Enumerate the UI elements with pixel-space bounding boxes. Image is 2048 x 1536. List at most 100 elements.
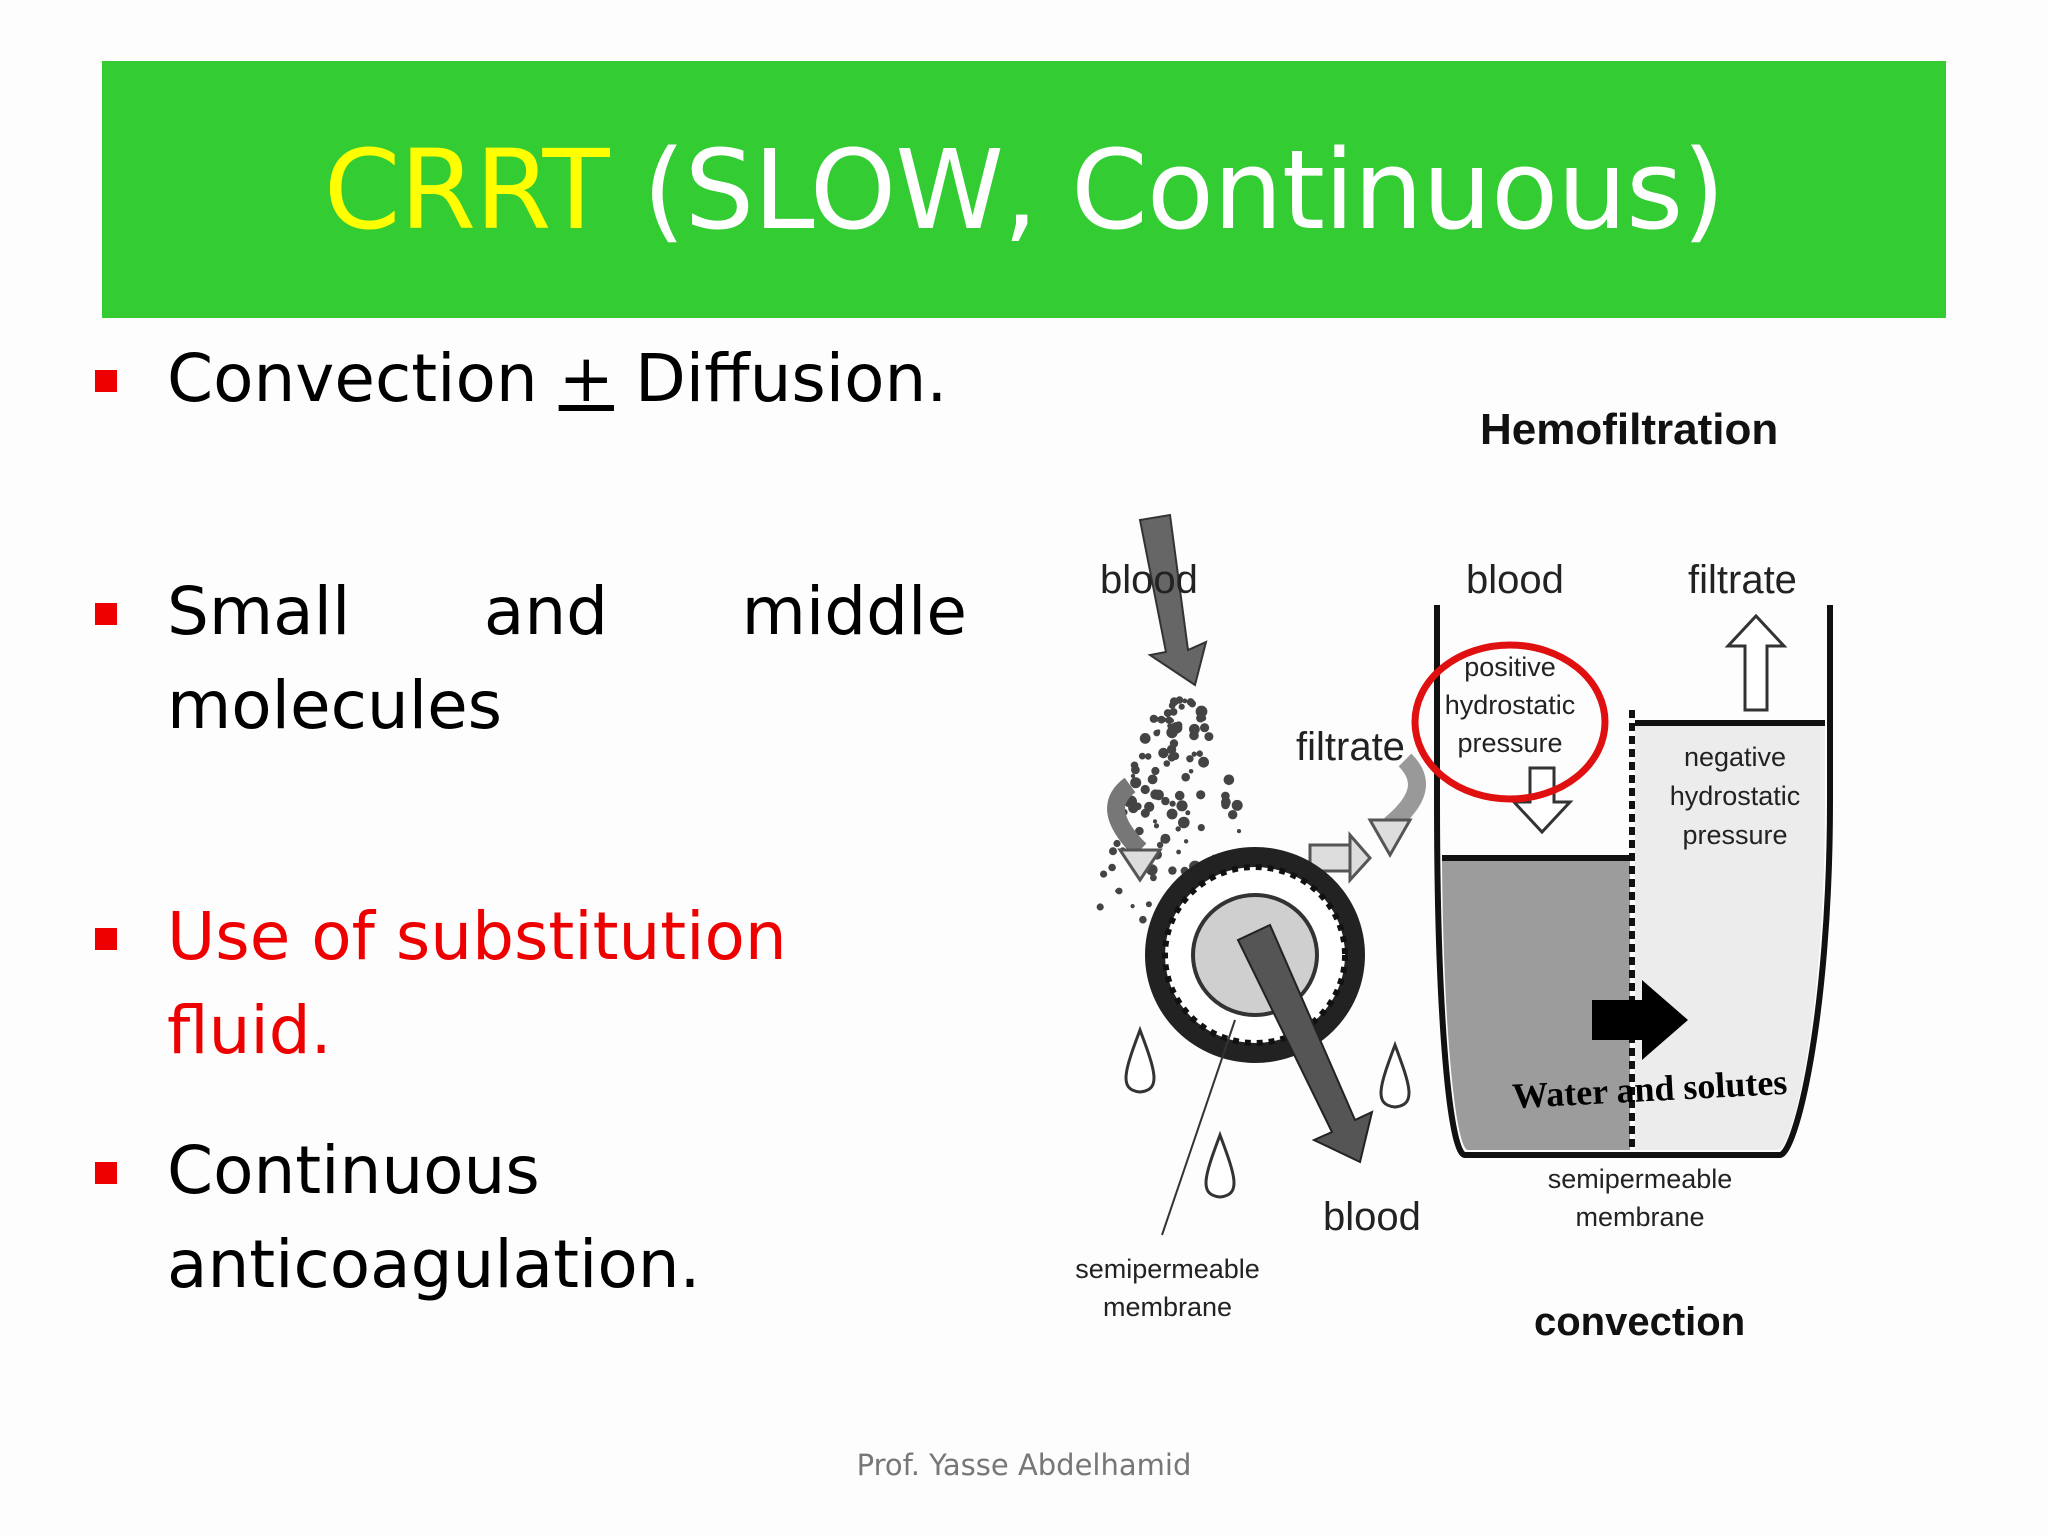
bullet-text-line: anticoagulation.: [167, 1226, 701, 1303]
label-positive-pressure: positive hydrostatic pressure: [1425, 648, 1595, 762]
bullet-marker: [95, 603, 117, 625]
particle: [1130, 761, 1139, 770]
label-line: hydrostatic: [1444, 690, 1576, 720]
label-line: membrane: [1575, 1202, 1705, 1232]
title-band: CRRT (SLOW, Continuous): [102, 61, 1946, 318]
particle: [1182, 698, 1188, 704]
particle: [1195, 705, 1208, 718]
particle: [1109, 847, 1117, 856]
particle: [1200, 723, 1210, 733]
bullet-word: and: [483, 573, 609, 650]
label-negative-pressure: negative hydrostatic pressure: [1640, 738, 1830, 855]
bullet-marker: [95, 928, 117, 950]
label-right-blood: blood: [1466, 558, 1564, 602]
particle: [1167, 753, 1176, 762]
footer-author: Prof. Yasse Abdelhamid: [856, 1448, 1192, 1482]
particle: [1113, 839, 1121, 848]
particle: [1196, 790, 1206, 800]
particle: [1139, 733, 1151, 744]
bullet-word: Small: [167, 573, 351, 650]
particle: [1221, 791, 1230, 801]
particle: [1147, 774, 1158, 785]
particle: [1153, 823, 1160, 829]
particle: [1160, 838, 1165, 843]
particle: [1166, 726, 1178, 739]
particle: [1178, 703, 1185, 710]
label-line: pressure: [1682, 820, 1788, 850]
particle: [1188, 700, 1196, 708]
particle: [1175, 826, 1181, 832]
bullet-text: Use of substitution fluid.: [167, 898, 787, 1069]
particle: [1135, 826, 1144, 836]
particle: [1156, 841, 1164, 849]
particle: [1145, 901, 1152, 908]
label-right-filtrate: filtrate: [1688, 558, 1797, 602]
particle: [1168, 866, 1177, 875]
particle: [1185, 810, 1191, 816]
bullet-text-line: Continuous: [167, 1132, 540, 1209]
particle: [1108, 863, 1116, 872]
particle: [1150, 874, 1157, 882]
bullet-text: Convection + Diffusion.: [167, 332, 967, 426]
particle: [1222, 803, 1228, 809]
plus-minus-symbol: +: [558, 340, 614, 417]
particle: [1100, 870, 1108, 878]
diagram-graphics: [1096, 513, 1833, 1236]
particle: [1152, 819, 1158, 824]
label-left-filtrate: filtrate: [1296, 725, 1405, 769]
bullet-text-part: Convection: [167, 340, 559, 417]
particle: [1158, 747, 1169, 759]
bullet-text: Small and middle molecules: [167, 565, 967, 753]
bullet-text-part: Diffusion.: [613, 340, 948, 417]
particle: [1181, 772, 1190, 782]
diagram-title: Hemofiltration: [1480, 405, 1779, 454]
label-line: semipermeable: [1547, 1164, 1733, 1194]
particle: [1169, 800, 1176, 807]
particle: [1163, 760, 1171, 767]
left-illustration: [1096, 513, 1426, 1236]
particle: [1174, 790, 1185, 801]
particle: [1228, 810, 1238, 820]
particle: [1183, 839, 1189, 844]
particle: [1231, 799, 1243, 811]
label-right-membrane: semipermeable membrane: [1530, 1160, 1750, 1236]
particle: [1186, 755, 1194, 763]
label-blood-out: blood: [1323, 1195, 1421, 1239]
particle: [1176, 849, 1181, 855]
particle: [1096, 903, 1104, 911]
label-line: pressure: [1457, 728, 1563, 758]
diagram-caption: convection: [1534, 1300, 1746, 1344]
particle: [1236, 829, 1242, 834]
particle: [1130, 773, 1136, 779]
bullet-text-line: molecules: [167, 667, 503, 744]
particle: [1189, 723, 1200, 735]
slide-title: CRRT (SLOW, Continuous): [323, 125, 1725, 254]
particle: [1198, 756, 1209, 768]
particle: [1139, 915, 1147, 924]
particle: [1191, 751, 1197, 757]
particle: [1153, 729, 1160, 737]
label-line: semipermeable: [1075, 1254, 1260, 1284]
particle: [1167, 723, 1172, 729]
particle: [1200, 715, 1207, 722]
label-line: membrane: [1102, 1292, 1233, 1322]
particle: [1178, 816, 1190, 829]
label-line: hydrostatic: [1669, 781, 1801, 811]
title-accent: CRRT: [323, 125, 610, 254]
particle: [1163, 709, 1172, 718]
particle: [1168, 810, 1177, 819]
particle: [1188, 769, 1194, 774]
label-line: positive: [1464, 652, 1556, 682]
label-line: negative: [1683, 742, 1787, 772]
particle: [1204, 732, 1214, 742]
bullet-word: middle: [741, 573, 967, 650]
particle: [1176, 800, 1188, 812]
particle: [1161, 796, 1170, 806]
hemofiltration-diagram: Hemofiltration blood filtrate blood semi…: [1070, 380, 1950, 1380]
bullet-text: Continuous anticoagulation.: [167, 1124, 967, 1312]
particle: [1144, 753, 1152, 760]
particle: [1138, 752, 1146, 760]
bullet-marker: [95, 370, 117, 392]
particle: [1130, 777, 1142, 789]
